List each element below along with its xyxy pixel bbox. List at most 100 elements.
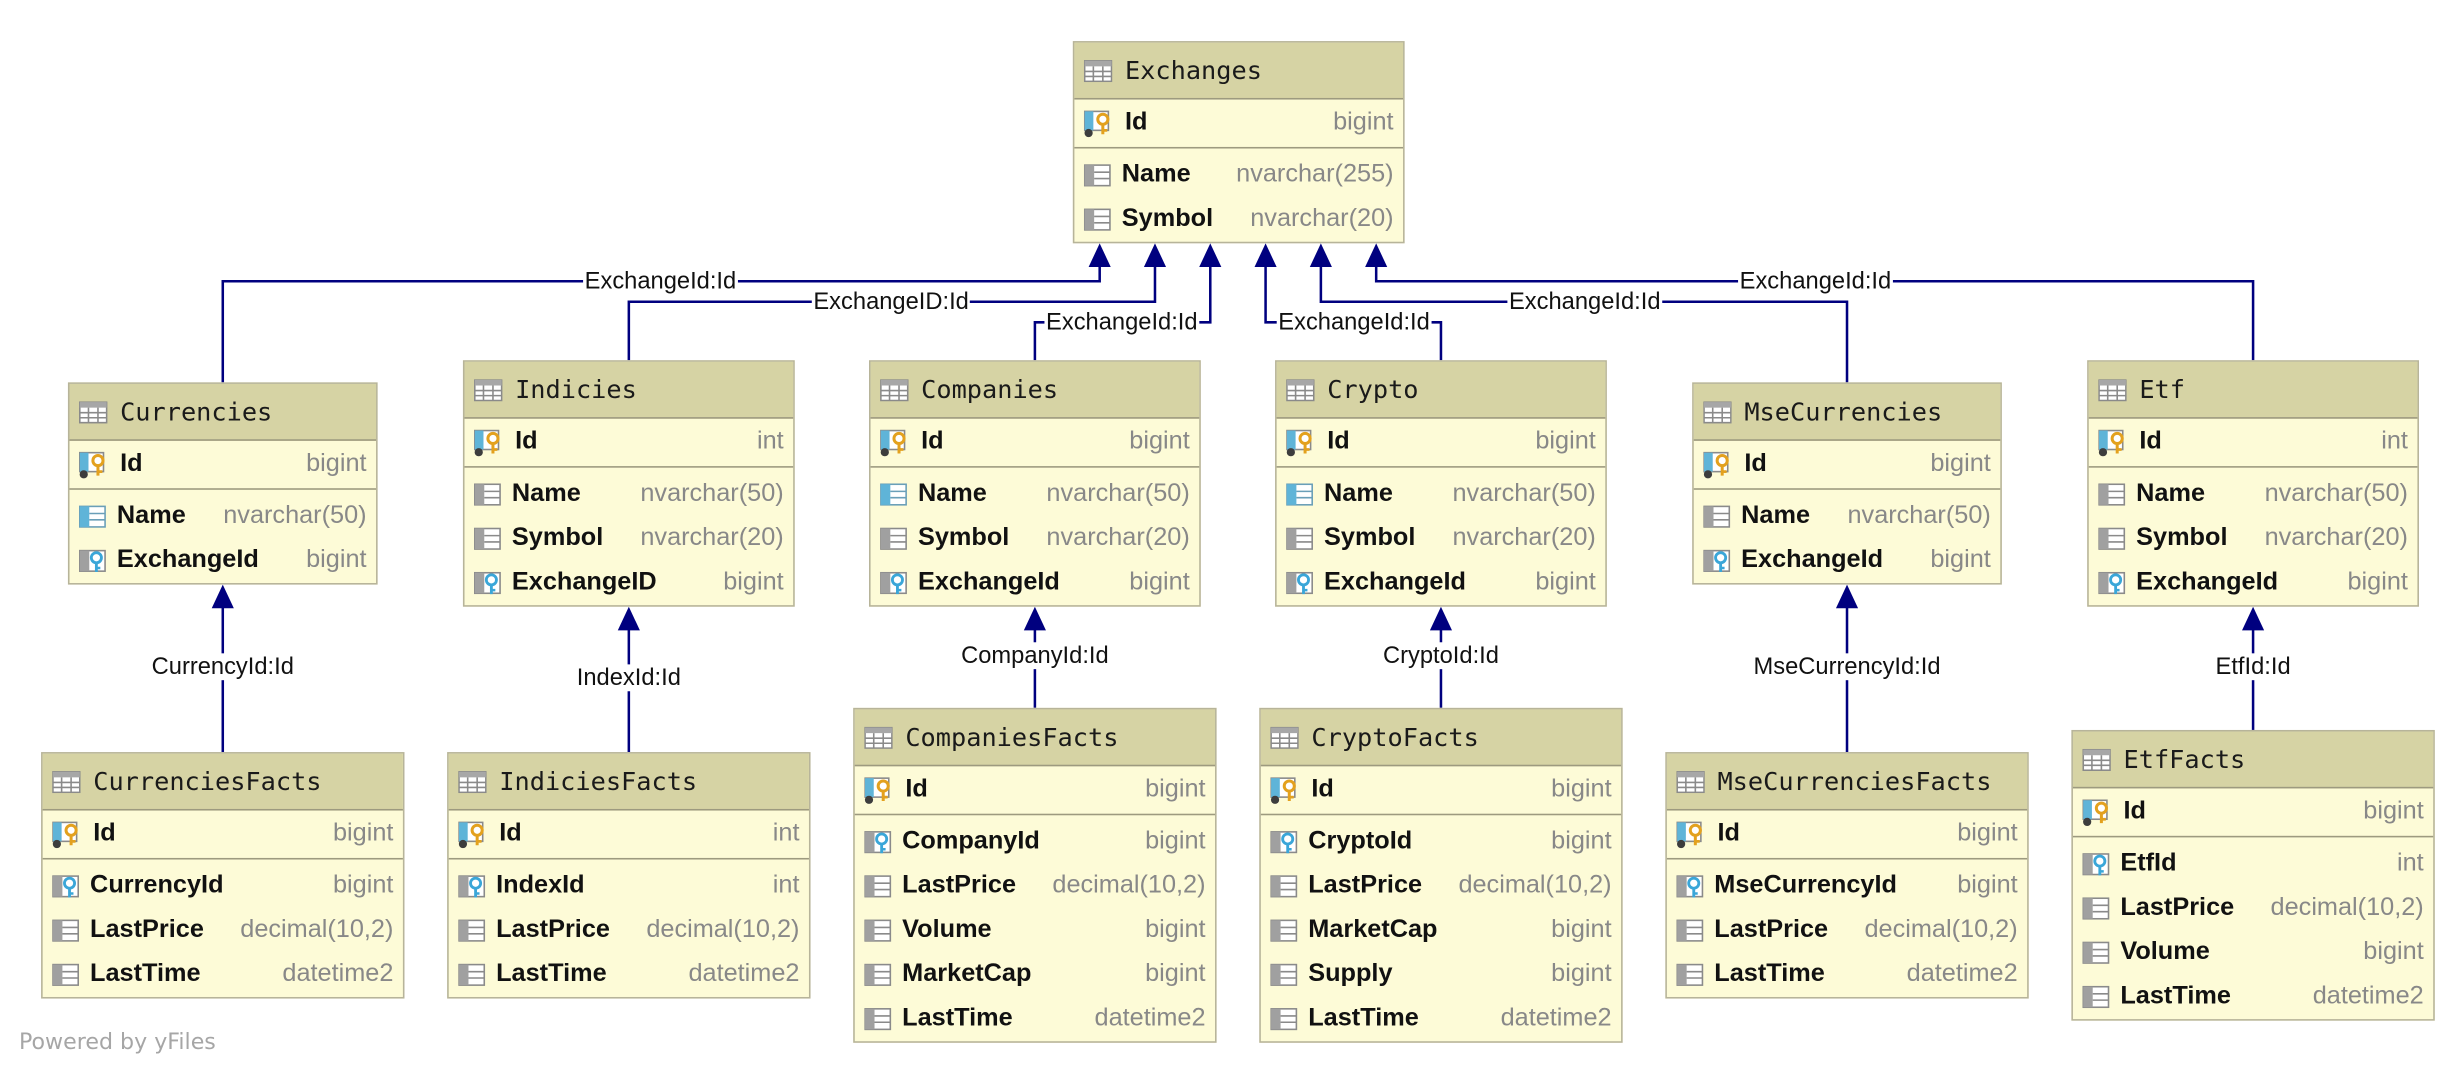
column-name: ExchangeId: [1324, 568, 1466, 596]
unique-column-icon: [79, 504, 107, 529]
column-type: nvarchar(20): [1452, 524, 1596, 552]
column-type: bigint: [1535, 568, 1596, 596]
foreign-key-icon: [1270, 830, 1298, 855]
column-icon: [1703, 504, 1731, 529]
unique-column-icon: [880, 482, 908, 507]
table-header[interactable]: CryptoFacts: [1260, 709, 1622, 767]
column-type: datetime2: [1906, 960, 2018, 988]
column-name: LastTime: [2120, 982, 2231, 1010]
table-header[interactable]: MseCurrencies: [1693, 383, 2001, 441]
column-type: bigint: [1145, 775, 1206, 803]
table-header[interactable]: Companies: [870, 361, 1200, 419]
arrow-head-icon: [1835, 584, 1859, 609]
table-header[interactable]: Indicies: [464, 361, 794, 419]
column-icon: [1270, 918, 1298, 943]
column-type: nvarchar(20): [1250, 205, 1394, 233]
foreign-key-icon: [1676, 874, 1704, 899]
relation-label: IndexId:Id: [575, 664, 683, 692]
column-name: Id: [499, 820, 522, 847]
table-header[interactable]: CurrenciesFacts: [42, 753, 403, 811]
table-header[interactable]: Etf: [2088, 361, 2418, 419]
table-header[interactable]: Crypto: [1276, 361, 1606, 419]
column-name: Id: [2123, 797, 2146, 825]
primary-key-icon: [2098, 428, 2130, 457]
table-header[interactable]: Exchanges: [1074, 42, 1404, 100]
relation-label: EtfId:Id: [2213, 653, 2293, 681]
table-header[interactable]: MseCurrenciesFacts: [1666, 753, 2028, 811]
table-header[interactable]: Currencies: [69, 383, 377, 441]
column-name: Symbol: [2136, 524, 2228, 552]
table-header[interactable]: CompaniesFacts: [854, 709, 1216, 767]
table-header[interactable]: EtfFacts: [2072, 731, 2434, 789]
column-row[interactable]: ExchangeId bigint: [1277, 561, 1606, 605]
table-header[interactable]: IndiciesFacts: [448, 753, 809, 811]
